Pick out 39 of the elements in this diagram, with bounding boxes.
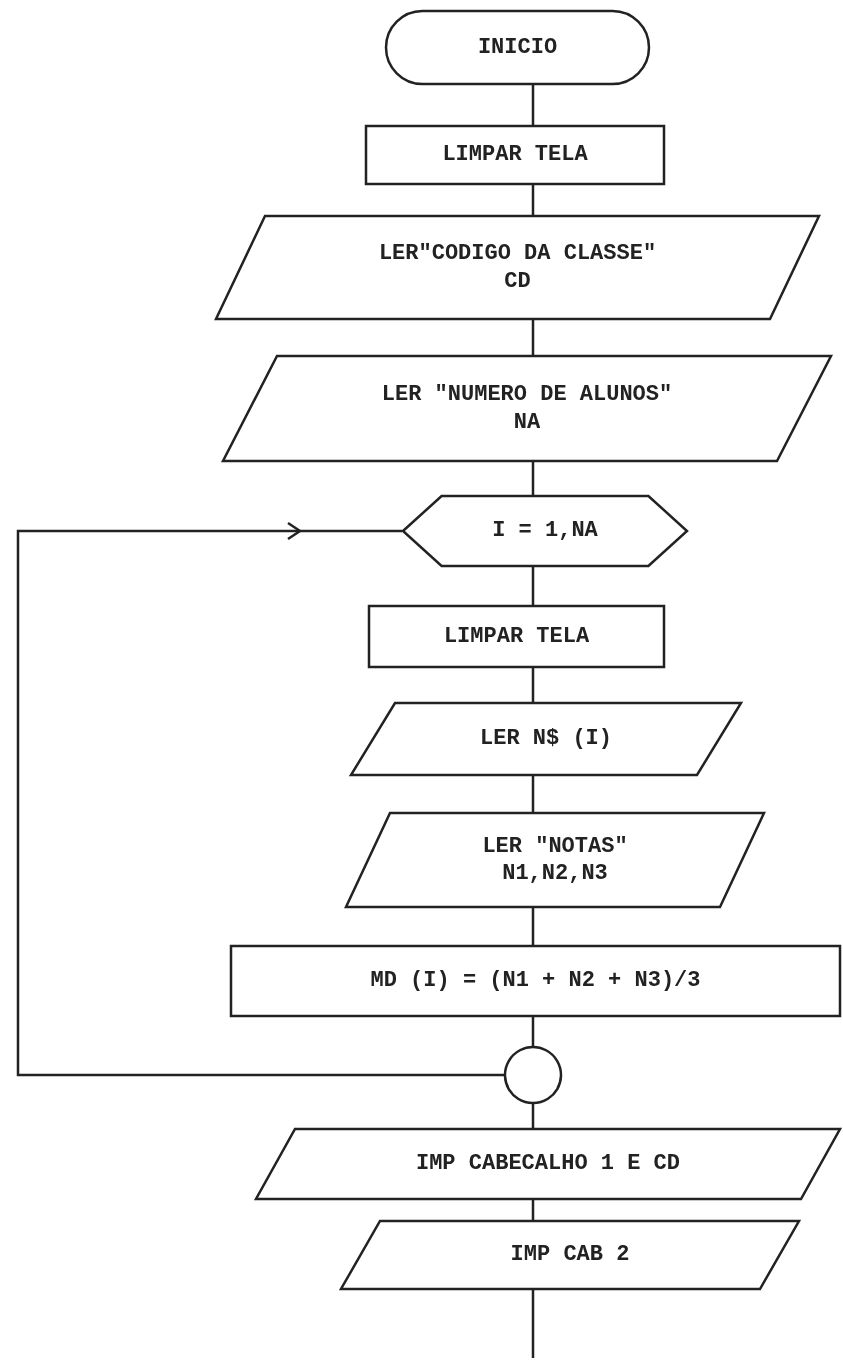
connector-line bbox=[531, 776, 535, 812]
connector-circle bbox=[504, 1046, 562, 1104]
connector-line bbox=[531, 908, 535, 945]
process-box bbox=[368, 605, 665, 668]
flowchart-text: LER N$ (I) bbox=[480, 725, 612, 753]
process-box bbox=[365, 125, 665, 185]
connector-line bbox=[531, 185, 535, 215]
connector-line bbox=[531, 462, 535, 495]
connector-line bbox=[531, 668, 535, 702]
connector-line bbox=[531, 320, 535, 355]
flowchart-text: IMP CABECALHO 1 E CD bbox=[415, 1150, 680, 1178]
start-terminal bbox=[385, 10, 650, 85]
arrow bbox=[16, 521, 504, 1077]
flowchart-text: LIMPAR TELA bbox=[442, 141, 588, 169]
flowchart-text: INICIO bbox=[477, 33, 558, 62]
flowchart-text: LER "NUMERO DE ALUNOS" bbox=[381, 381, 673, 409]
loop-hexagon bbox=[402, 495, 688, 567]
connector-line bbox=[531, 85, 535, 125]
flowchart-text: CD bbox=[504, 267, 531, 295]
flowchart-text: LER"CODIGO DA CLASSE" bbox=[378, 240, 657, 268]
flowchart-text: I = 1,NA bbox=[492, 517, 598, 545]
flowchart-text: LER "NOTAS" bbox=[482, 832, 628, 860]
connector-line bbox=[531, 1104, 535, 1128]
input-output-parallelogram bbox=[345, 812, 765, 908]
flowchart-text: N1,N2,N3 bbox=[502, 860, 608, 888]
flowchart-text: NA bbox=[513, 408, 541, 436]
input-output-parallelogram bbox=[340, 1220, 800, 1290]
flowchart-text: LIMPAR TELA bbox=[443, 622, 590, 651]
input-output-parallelogram bbox=[215, 215, 820, 320]
connector-line bbox=[531, 1290, 535, 1358]
connector-line bbox=[531, 567, 535, 605]
input-output-parallelogram bbox=[222, 355, 832, 462]
flowchart-text: MD (I) = (N1 + N2 + N3)/3 bbox=[370, 967, 701, 995]
input-output-parallelogram bbox=[255, 1128, 841, 1200]
process-box bbox=[230, 945, 841, 1017]
input-output-parallelogram bbox=[350, 702, 742, 776]
connector-line bbox=[531, 1200, 535, 1220]
flowchart-text: IMP CAB 2 bbox=[510, 1241, 630, 1269]
connector-line bbox=[531, 1017, 535, 1046]
